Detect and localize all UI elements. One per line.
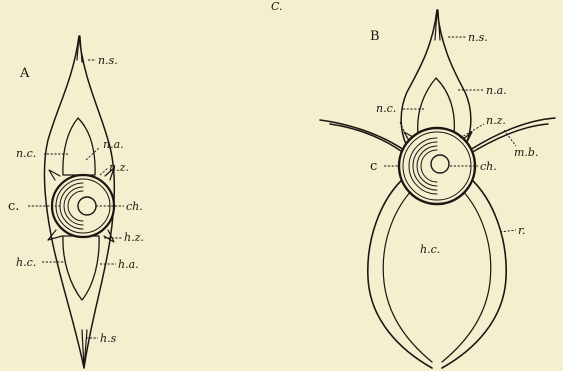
panel-a-vertebra: A n.s. n.a. n.c. n.z. c. — [8, 36, 144, 368]
panel-a-label-c: c. — [8, 199, 19, 214]
panel-b-label-r: r. — [518, 224, 526, 237]
panel-a-letter: A — [19, 66, 30, 81]
panel-a-label-ch: ch. — [126, 200, 143, 213]
panel-a-label-ns: n.s. — [98, 54, 118, 67]
panel-a-label-hz: h.z. — [124, 231, 144, 244]
panel-a-notochord — [78, 197, 96, 215]
panel-b-label-ch: ch. — [480, 160, 497, 173]
panel-b-label-na: n.a. — [486, 84, 507, 97]
panel-b-right-rib-inner — [442, 190, 491, 362]
panel-b-label-nz: n.z. — [486, 114, 506, 127]
panel-b-label-ns: n.s. — [468, 31, 488, 44]
panel-b-neural-canal — [418, 78, 455, 134]
panel-b-notochord — [431, 155, 449, 173]
panel-a-label-ha: h.a. — [118, 258, 139, 271]
panel-b-label-nc: n.c. — [376, 102, 396, 115]
panel-b-left-rib-inner — [383, 190, 432, 362]
panel-b-label-hc: h.c. — [420, 243, 440, 256]
panel-b-right-transverse — [466, 118, 555, 156]
panel-b-label-mb: m.b. — [514, 146, 538, 159]
panel-a-label-nz: n.z. — [109, 161, 129, 174]
panel-b-vertebra: B n.s. n.a. n.c. n.z. — [320, 10, 555, 368]
panel-a-label-nc: n.c. — [16, 147, 36, 160]
panel-a-haemal-canal — [63, 236, 99, 300]
panel-b-label-c: c — [370, 159, 377, 174]
panel-b-letter: B — [370, 29, 380, 44]
top-letter-mark: C. — [271, 0, 283, 13]
panel-a-label-hc: h.c. — [16, 256, 36, 269]
panel-b-left-transverse — [320, 120, 408, 156]
panel-a-label-na: n.a. — [103, 138, 124, 151]
panel-a-label-hs: h.s — [100, 332, 117, 345]
panel-a-neural-canal — [63, 118, 95, 175]
